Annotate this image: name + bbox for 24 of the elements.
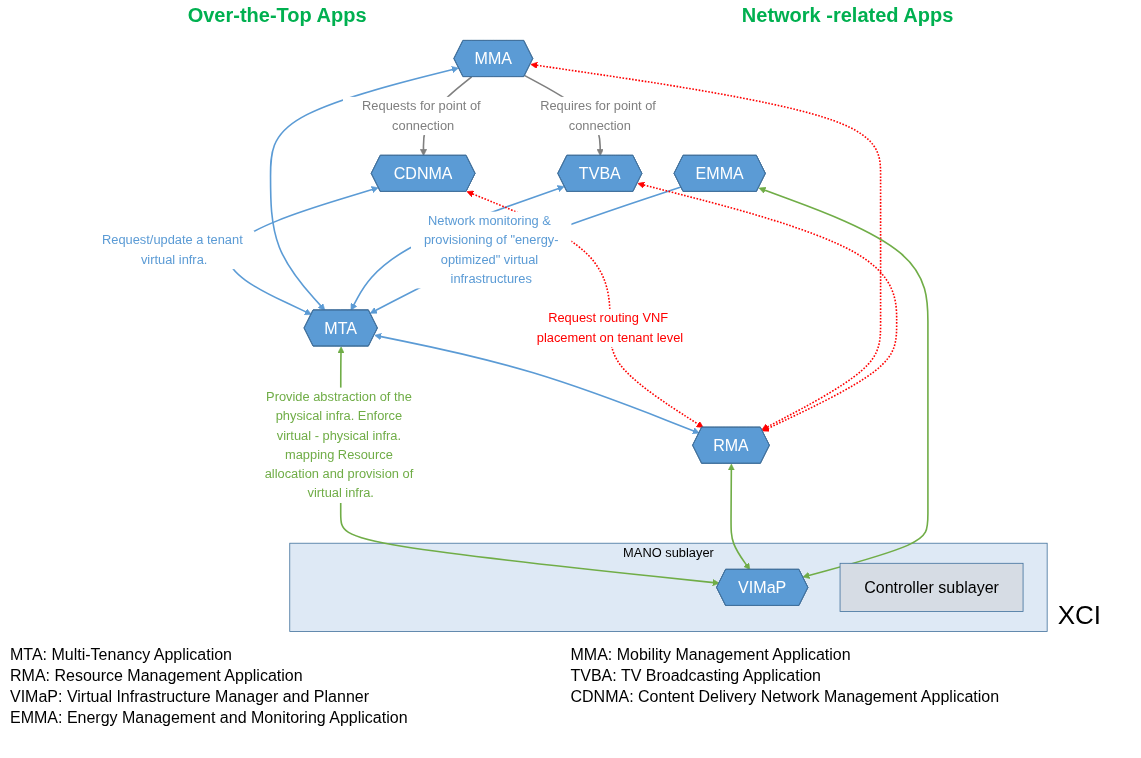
arrow — [374, 333, 700, 435]
arrow — [269, 66, 459, 311]
edge-label: Network monitoring & provisioning of "energy-optimized" virtual infrastructures — [423, 213, 559, 286]
abbreviation-note: TVBA: TV Broadcasting Application — [570, 667, 822, 685]
abbreviation-note: MMA: Mobility Management Application — [570, 646, 852, 664]
edge-label: Request/update a tenant virtual infra. — [101, 233, 243, 267]
edge-label: Request routing VNF placement on tenant level — [536, 311, 684, 345]
arrow — [637, 181, 898, 432]
section-heading: Network -related Apps — [741, 4, 954, 27]
arrow — [758, 186, 929, 579]
abbreviation-note: RMA: Resource Management Application — [10, 667, 304, 685]
abbreviation-note: VIMaP: Virtual Infrastructure Manager and Planner — [10, 688, 370, 706]
section-heading: Over-the-Top Apps — [187, 4, 367, 27]
node-box: Controller sublayer — [839, 562, 1024, 612]
arrow — [727, 463, 751, 571]
edge-label: Requests for point of connection — [362, 99, 481, 132]
abbreviation-note: CDNMA: Content Delivery Network Management Application — [570, 688, 1001, 706]
edge-label: Requires for point of connection — [540, 99, 656, 132]
edge-label: Provide abstraction of the physical infra. Enforce virtual - physical infra. mapping Resource allocation and provision of virtual infra. — [264, 389, 414, 500]
arrow — [530, 61, 882, 431]
arrow — [369, 186, 682, 314]
abbreviation-note: EMMA: Energy Management and Monitoring Application — [10, 709, 409, 727]
abbreviation-note: MTA: Multi-Tenancy Application — [10, 646, 233, 664]
layer-label: XCI — [1057, 600, 1101, 631]
